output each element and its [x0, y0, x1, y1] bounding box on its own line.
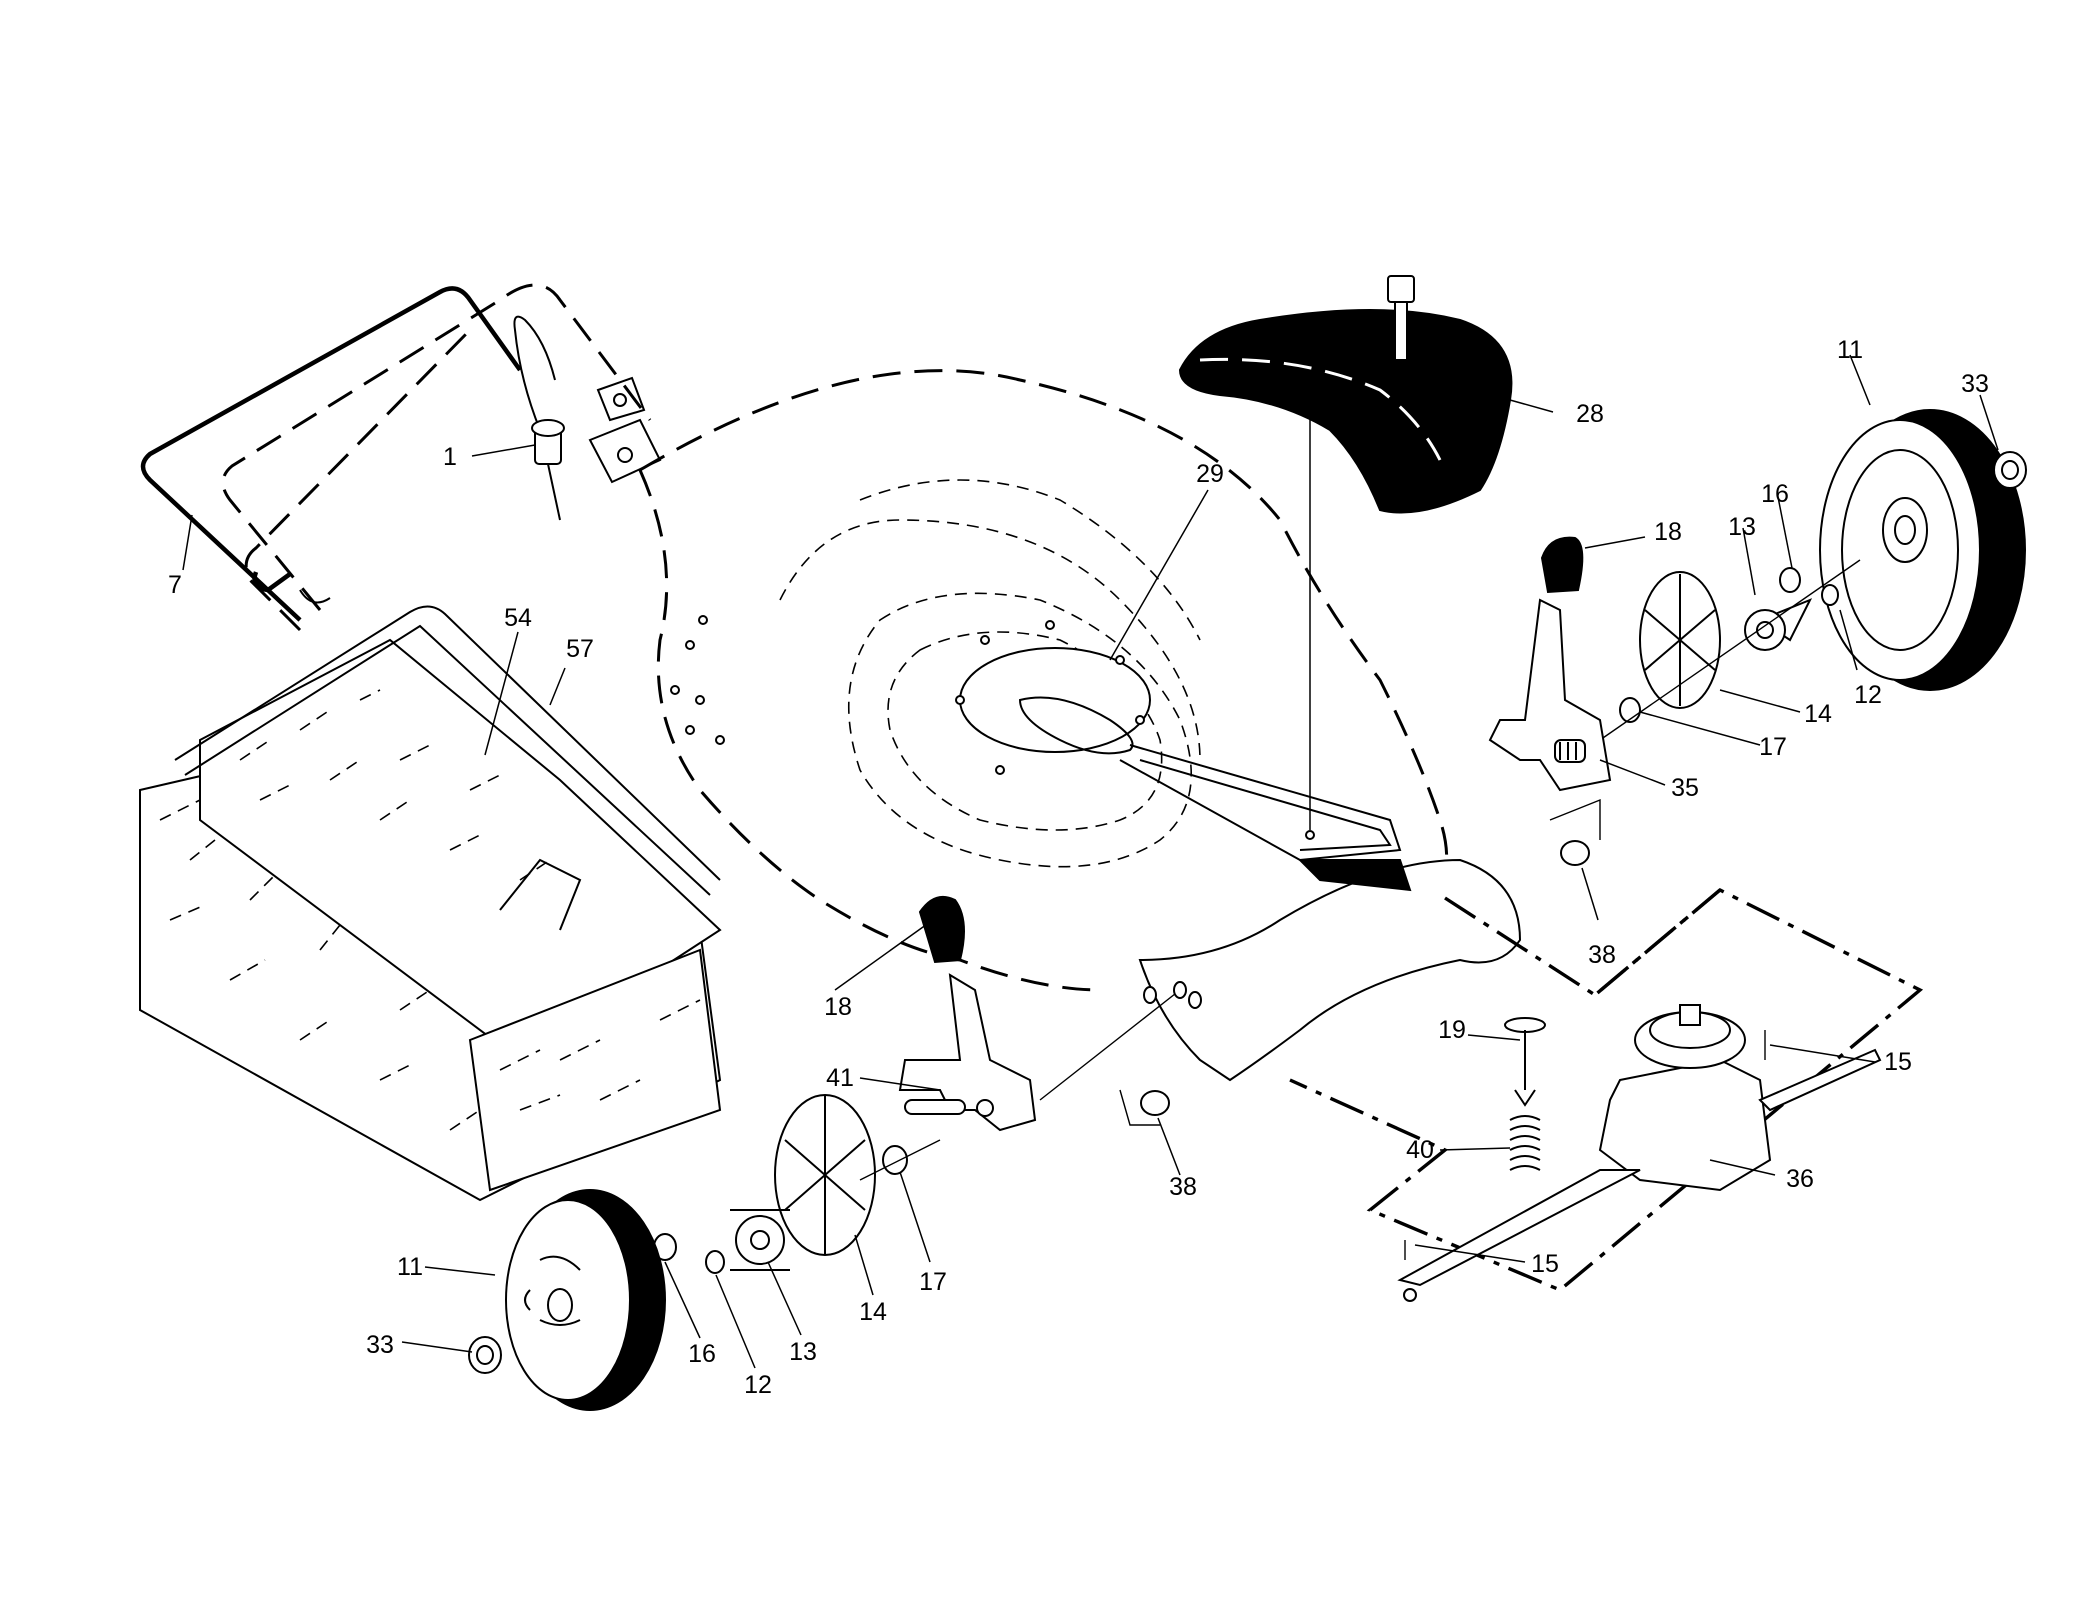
callout-18-right: 18 — [1654, 518, 1682, 546]
callout-40: 40 — [1406, 1136, 1434, 1164]
left-gear-parts — [653, 1089, 1170, 1274]
callout-15-top: 15 — [1884, 1048, 1912, 1076]
callout-17-front: 17 — [919, 1268, 947, 1296]
callout-13-rear: 13 — [1728, 513, 1756, 541]
leader-lines — [182, 354, 1999, 1369]
callout-15-bottom: 15 — [1531, 1250, 1559, 1278]
transmission-assembly[interactable] — [1289, 887, 1924, 1302]
spring-and-pin — [1504, 1017, 1546, 1171]
rear-deflector[interactable] — [1178, 275, 1513, 514]
callout-16-rear: 16 — [1761, 480, 1789, 508]
callout-16-front: 16 — [688, 1340, 716, 1368]
callout-18-left: 18 — [824, 993, 852, 1021]
left-height-adjuster[interactable] — [898, 896, 1202, 1132]
callout-38-left: 38 — [1169, 1173, 1197, 1201]
callout-12-front: 12 — [744, 1371, 772, 1399]
right-height-adjuster[interactable] — [1488, 536, 1612, 866]
callout-38-right: 38 — [1588, 941, 1616, 969]
callout-41: 41 — [826, 1064, 854, 1092]
mower-deck — [638, 369, 1522, 1082]
control-cable — [513, 315, 662, 521]
callout-57: 57 — [566, 635, 594, 663]
front-wheel-left[interactable] — [468, 1189, 666, 1411]
callout-19: 19 — [1438, 1016, 1466, 1044]
callout-1: 1 — [443, 443, 457, 471]
callout-33-rear: 33 — [1961, 370, 1989, 398]
callout-35: 35 — [1671, 774, 1699, 802]
callout-12-rear: 12 — [1854, 681, 1882, 709]
callout-11-front: 11 — [397, 1253, 423, 1281]
callout-29: 29 — [1196, 460, 1224, 488]
callout-17-rear: 17 — [1759, 733, 1787, 761]
callout-14-rear: 14 — [1804, 700, 1832, 728]
rear-wheel-right[interactable] — [1819, 409, 2027, 691]
callout-28: 28 — [1576, 400, 1604, 428]
callout-54: 54 — [504, 604, 532, 632]
right-drive-parts — [1599, 559, 1861, 741]
callout-14-front: 14 — [859, 1298, 887, 1326]
callout-11-rear: 11 — [1837, 336, 1863, 364]
callout-36: 36 — [1786, 1165, 1814, 1193]
upper-handle[interactable] — [140, 283, 652, 632]
callout-33-front: 33 — [366, 1331, 394, 1359]
callout-13-front: 13 — [789, 1338, 817, 1366]
callouts: 1 7 54 57 29 28 11 33 16 13 18 12 14 17 … — [168, 336, 1989, 1399]
callout-7: 7 — [168, 571, 182, 599]
grass-bag[interactable] — [139, 605, 722, 1202]
